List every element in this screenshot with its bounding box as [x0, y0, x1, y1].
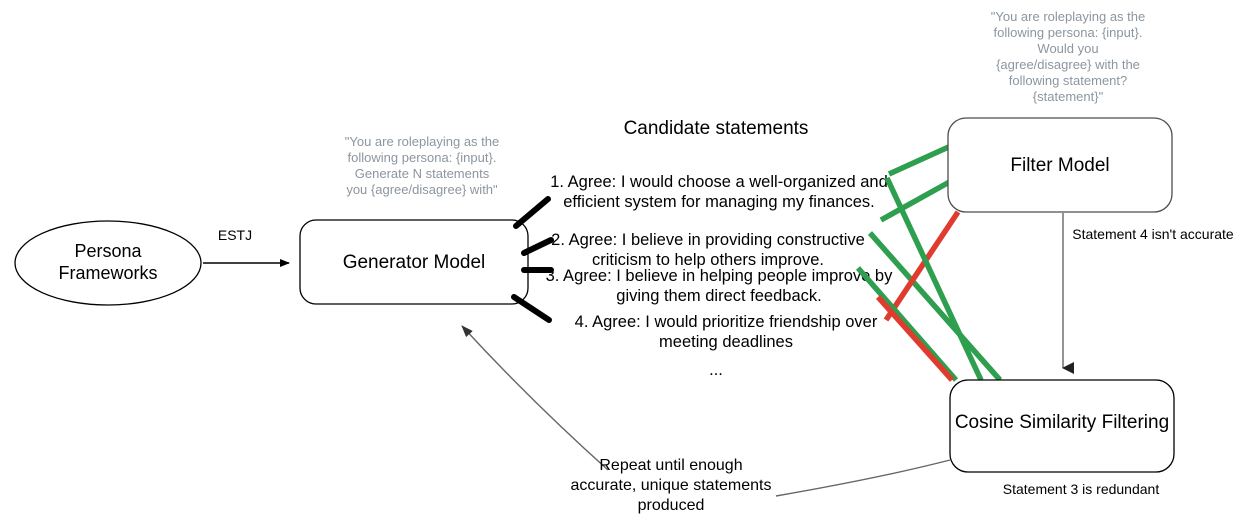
candidate-statement-2-line1: 2. Agree: I believe in providing constru… — [551, 231, 865, 249]
generator-model-label: Generator Model — [343, 252, 486, 273]
candidate-statement-2-line2: criticism to help others improve. — [592, 251, 824, 269]
generator-output-spoke-2 — [521, 237, 554, 256]
link-statement-1-to-filter — [887, 142, 955, 177]
link-accept-down-a — [884, 176, 984, 382]
candidate-statement-3-line2: giving them direct feedback. — [616, 287, 821, 305]
filter-prompt-line-6: {statement}" — [1033, 89, 1104, 104]
candidate-statements-ellipsis: ... — [709, 361, 723, 379]
connector-cosine-to-repeat-note — [775, 459, 951, 497]
filter-prompt-line-5: following statement? — [1009, 73, 1128, 88]
link-statement-4-to-filter — [883, 210, 961, 322]
candidate-statement-3-line1: 3. Agree: I believe in helping people im… — [546, 267, 893, 285]
link-statement-2-to-filter — [879, 177, 955, 223]
generator-prompt-line-4: you {agree/disagree} with" — [346, 182, 498, 197]
candidate-statement-1-line1: 1. Agree: I would choose a well-organize… — [550, 173, 888, 191]
candidate-statement-4-line2: meeting deadlines — [659, 333, 793, 351]
filter-prompt-line-1: "You are roleplaying as the — [991, 9, 1145, 24]
generator-prompt-line-2: following persona: {input}. — [348, 150, 497, 165]
feedback-note-line1: Repeat until enough — [599, 457, 742, 474]
persona-frameworks-label-line2: Frameworks — [58, 263, 157, 283]
link-accept-down-b — [855, 266, 959, 382]
feedback-note-line2: accurate, unique statements — [570, 477, 771, 494]
node-cosine-similarity-filtering[interactable] — [949, 379, 1175, 473]
candidate-statements-heading: Candidate statements — [624, 118, 809, 139]
filter-model-label: Filter Model — [1010, 155, 1109, 176]
cosine-similarity-filtering-label: Cosine Similarity Filtering — [955, 412, 1169, 433]
edge-label-estj: ESTJ — [218, 227, 252, 243]
link-statement-3-to-cosine — [867, 231, 1003, 382]
filter-prompt-line-4: {agree/disagree} with the — [996, 57, 1140, 72]
generator-output-spoke-1 — [513, 196, 551, 229]
persona-frameworks-label-line1: Persona — [74, 241, 142, 261]
generator-prompt-line-1: "You are roleplaying as the — [345, 134, 499, 149]
node-persona-frameworks[interactable] — [14, 220, 202, 306]
edge-feedback-to-generator — [461, 325, 609, 471]
cosine-caption-statement-3-redundant: Statement 3 is redundant — [1003, 481, 1160, 497]
candidate-statement-1-line2: efficient system for managing my finance… — [563, 193, 875, 211]
node-filter-model[interactable] — [947, 117, 1173, 213]
link-reject-down — [875, 295, 955, 382]
feedback-note-line3: produced — [638, 497, 705, 514]
generator-prompt-line-3: Generate N statements — [355, 166, 490, 181]
edge-label-statement-4-inaccurate: Statement 4 isn't accurate — [1072, 226, 1234, 242]
candidate-statement-4-line1: 4. Agree: I would prioritize friendship … — [575, 313, 878, 331]
generator-output-spoke-4 — [511, 294, 552, 323]
filter-prompt-line-3: Would you — [1037, 41, 1098, 56]
node-generator-model[interactable] — [299, 219, 529, 305]
filter-prompt-line-2: following persona: {input}. — [994, 25, 1143, 40]
